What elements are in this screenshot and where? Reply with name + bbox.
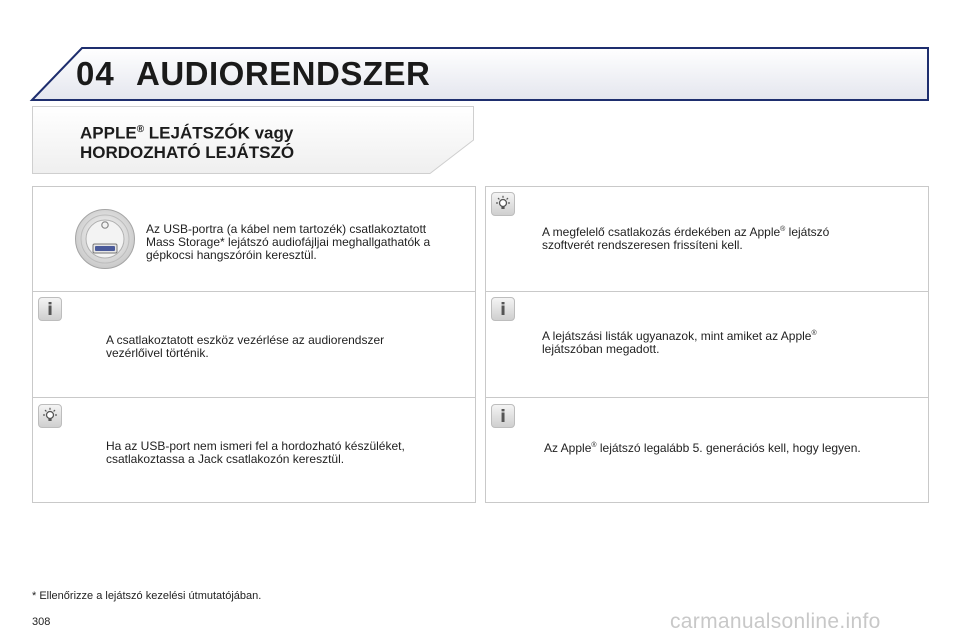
info-generation-text: Az Apple® lejátszó legalább 5. generáció… xyxy=(544,442,861,455)
tip-update-line2: szoftverét rendszeresen frissíteni kell. xyxy=(542,238,743,252)
panel-info-playlists xyxy=(485,291,929,398)
info-generation-b: lejátszó legalább 5. generációs kell, ho… xyxy=(596,441,861,455)
chapter-title: AUDIORENDSZER xyxy=(136,55,431,92)
tip-update-text: A megfelelő csatlakozás érdekében az App… xyxy=(542,226,829,252)
lightbulb-icon xyxy=(491,192,515,216)
tip-jack-text: Ha az USB-port nem ismeri fel a hordozha… xyxy=(106,440,405,466)
registered-mark: ® xyxy=(780,226,786,233)
info-playlists-text: A lejátszási listák ugyanazok, mint amik… xyxy=(542,330,817,356)
chapter-header: 04 AUDIORENDSZER xyxy=(0,0,960,110)
section-box-shape xyxy=(32,106,474,174)
tip-jack-line1: Ha az USB-port nem ismeri fel a hordozha… xyxy=(106,439,405,453)
page-number: 308 xyxy=(32,616,51,628)
registered-mark: ® xyxy=(591,442,597,449)
info-control-text: A csatlakoztatott eszköz vezérlése az au… xyxy=(106,334,384,360)
usb-panel-text: Az USB-portra (a kábel nem tartozék) csa… xyxy=(146,223,430,262)
panel-info-generation xyxy=(485,397,929,503)
info-icon: i xyxy=(491,297,515,321)
usb-text-line1: Az USB-portra (a kábel nem tartozék) csa… xyxy=(146,222,427,236)
section-title-rest: LEJÁTSZÓK vagy xyxy=(144,123,294,143)
section-title-line2: HORDOZHATÓ LEJÁTSZÓ xyxy=(80,142,295,162)
header-banner-shape xyxy=(29,47,929,101)
info-icon: i xyxy=(491,404,515,428)
panel-tip-update xyxy=(485,186,929,292)
section-title: APPLE® LEJÁTSZÓK vagy HORDOZHATÓ LEJÁTSZ… xyxy=(80,120,460,162)
chapter-number: 04 xyxy=(76,55,115,92)
registered-mark: ® xyxy=(136,124,145,135)
section-title-apple: APPLE xyxy=(80,123,137,143)
panel-tip-jack xyxy=(32,397,476,503)
footnote: * Ellenőrizze a lejátszó kezelési útmuta… xyxy=(32,590,262,602)
lightbulb-icon xyxy=(38,404,62,428)
tip-update-line1b: lejátszó xyxy=(785,225,830,239)
section-heading-box xyxy=(32,106,474,174)
tip-update-line1a: A megfelelő csatlakozás érdekében az App… xyxy=(542,225,781,239)
tip-jack-line2: csatlakoztassa a Jack csatlakozón keresz… xyxy=(106,452,345,466)
watermark-text: carmanualsonline.info xyxy=(670,610,881,633)
usb-text-line2: Mass Storage* lejátszó audiofájljai megh… xyxy=(146,235,431,249)
info-generation-a: Az Apple xyxy=(544,441,592,455)
registered-mark: ® xyxy=(811,330,817,337)
usb-text-line3: gépkocsi hangszóróin keresztül. xyxy=(146,248,317,262)
info-playlists-line2: lejátszóban megadott. xyxy=(542,342,660,356)
panel-info-control xyxy=(32,291,476,398)
info-playlists-line1a: A lejátszási listák ugyanazok, mint amik… xyxy=(542,329,812,343)
info-control-line2: vezérlőivel történik. xyxy=(106,346,209,360)
info-control-line1: A csatlakoztatott eszköz vezérlése az au… xyxy=(106,333,385,347)
info-icon: i xyxy=(38,297,62,321)
usb-port-icon xyxy=(75,209,135,269)
